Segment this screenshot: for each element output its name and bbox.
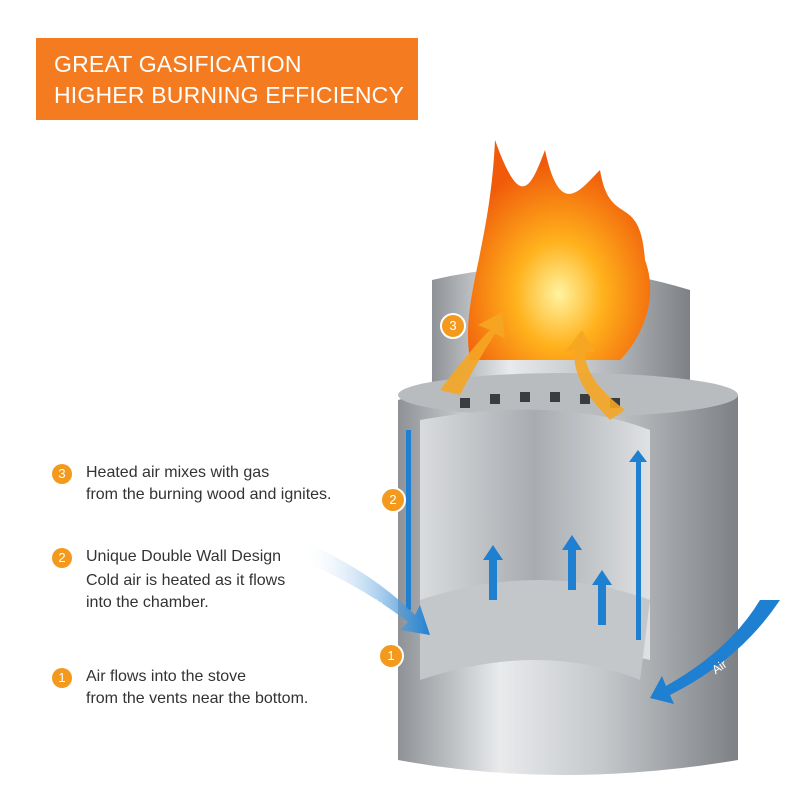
diagram-marker-3: 3 — [440, 313, 466, 339]
feature-text: Cold air is heated as it flows — [86, 572, 286, 589]
number-badge: 1 — [52, 668, 72, 688]
feature-title: Unique Double Wall Design — [86, 548, 282, 565]
feature-text: into the chamber. — [86, 594, 209, 611]
air-inflow-right — [650, 600, 780, 704]
feature-text: Heated air mixes with gas — [86, 464, 270, 481]
headline-line-1: GREAT GASIFICATION — [54, 51, 302, 77]
feature-air-inflow: 1 Air flows into the stove from the vent… — [52, 666, 308, 710]
feature-text: from the burning wood and ignites. — [86, 486, 332, 503]
diagram-marker-1: 1 — [378, 643, 404, 669]
number-badge: 3 — [52, 464, 72, 484]
flame — [467, 140, 651, 360]
feature-text: Air flows into the stove — [86, 668, 247, 685]
air-inflow-left — [300, 540, 430, 635]
diagram-marker-2: 2 — [380, 487, 406, 513]
feature-double-wall: 2 Unique Double Wall Design Cold air is … — [52, 546, 285, 614]
headline-banner: GREAT GASIFICATION HIGHER BURNING EFFICI… — [36, 38, 418, 120]
number-badge: 2 — [52, 548, 72, 568]
feature-text: from the vents near the bottom. — [86, 690, 309, 707]
headline-line-2: HIGHER BURNING EFFICIENCY — [54, 82, 405, 108]
feature-gas-ignition: 3 Heated air mixes with gas from the bur… — [52, 462, 331, 506]
